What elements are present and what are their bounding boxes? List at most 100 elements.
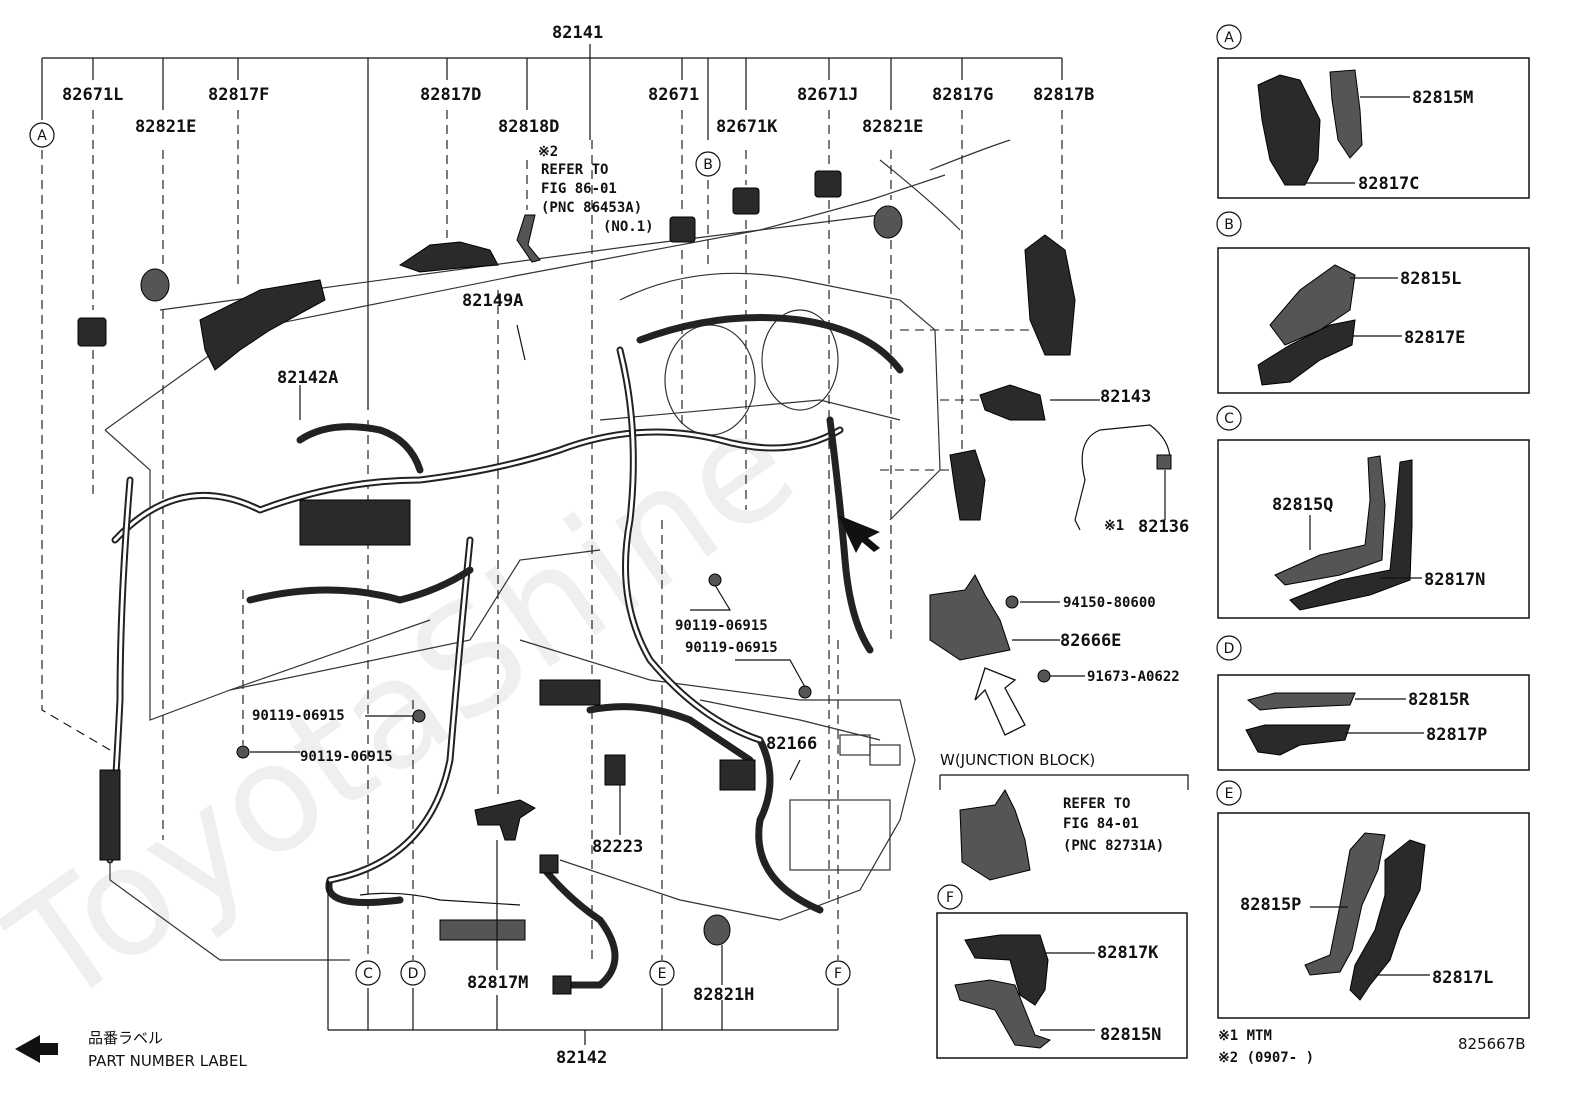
part-82815Q xyxy=(1274,455,1386,586)
label-82821E-right: 82821E xyxy=(862,117,923,137)
label-82817P: 82817P xyxy=(1426,725,1487,745)
label-82817G: 82817G xyxy=(932,85,993,105)
label-82817M: 82817M xyxy=(467,973,528,993)
label-82817N: 82817N xyxy=(1424,570,1485,590)
part-82223 xyxy=(604,754,626,786)
label-82817D: 82817D xyxy=(420,85,481,105)
part-82666E xyxy=(929,574,1011,661)
detail-panel-D: D 82815R 82817P xyxy=(1216,635,1530,771)
main-parts xyxy=(77,170,1172,995)
part-82818D xyxy=(516,214,541,263)
mark-82136: ※1 xyxy=(1104,518,1124,534)
label-82671K: 82671K xyxy=(716,117,778,137)
part-82821H xyxy=(703,914,731,946)
view-arrow-outline-icon xyxy=(974,667,1026,736)
figure-id: 825667B xyxy=(1458,1035,1526,1053)
callout-F-panel: F xyxy=(946,890,954,906)
bracket-82142 xyxy=(327,880,839,1045)
part-82143 xyxy=(979,384,1046,421)
part-82815M xyxy=(1329,69,1363,159)
detail-panel-B: B 82815L 82817E xyxy=(1216,211,1530,394)
footnote-2: ※2 (0907- ) xyxy=(1218,1050,1314,1066)
detail-panel-E: E 82815P 82817L xyxy=(1216,780,1530,1019)
part-82671 xyxy=(669,216,696,243)
refer-note-line2: FIG 86-01 xyxy=(541,181,617,197)
label-82136: 82136 xyxy=(1138,517,1189,537)
callout-C-main: C xyxy=(363,966,373,982)
callout-C-panel: C xyxy=(1224,411,1234,427)
dashed-leaders xyxy=(41,110,1063,960)
label-82817E: 82817E xyxy=(1404,328,1465,348)
part-82821E-left xyxy=(140,268,170,302)
part-82815P xyxy=(1304,832,1386,976)
junction-area xyxy=(299,499,411,546)
label-82818D: 82818D xyxy=(498,117,559,137)
detail-panel-A: A 82815M 82817C xyxy=(1216,24,1530,199)
callout-D-panel: D xyxy=(1224,641,1235,657)
label-82815M: 82815M xyxy=(1412,88,1473,108)
callout-A-main: A xyxy=(37,128,47,144)
refer-note-line1: REFER TO xyxy=(541,162,608,178)
callout-A-panel: A xyxy=(1224,30,1234,46)
part-82817M xyxy=(474,799,536,841)
connector-cluster xyxy=(539,679,601,706)
label-90119-a: 90119-06915 xyxy=(675,618,768,634)
label-82143: 82143 xyxy=(1100,387,1151,407)
label-82142A: 82142A xyxy=(277,368,338,388)
part-82817F xyxy=(199,279,326,371)
label-82666E: 82666E xyxy=(1060,631,1121,651)
part-82166 xyxy=(719,759,756,791)
footnote-1: ※1 MTM xyxy=(1218,1028,1272,1044)
detail-panel-F: F 82817K 82815N xyxy=(936,884,1188,1059)
label-82817B: 82817B xyxy=(1033,85,1094,105)
part-82671J xyxy=(814,170,842,198)
callout-B-panel: B xyxy=(1224,217,1234,233)
label-82821E-left: 82821E xyxy=(135,117,196,137)
label-82815N: 82815N xyxy=(1100,1025,1161,1045)
junction-block-title: W(JUNCTION BLOCK) xyxy=(940,751,1095,769)
label-82223: 82223 xyxy=(592,837,643,857)
label-82817L: 82817L xyxy=(1432,968,1493,988)
part-82817G xyxy=(949,449,986,521)
part-82821E-right xyxy=(873,205,903,239)
label-82149A: 82149A xyxy=(462,291,523,311)
bolt-91673-A0622 xyxy=(1037,669,1051,683)
part-82671L xyxy=(77,317,107,347)
refer-note-line4: (NO.1) xyxy=(603,219,654,235)
callout-F-main: F xyxy=(834,966,842,982)
junction-refer-line2: FIG 84-01 xyxy=(1063,816,1139,832)
part-number-label-en: PART NUMBER LABEL xyxy=(88,1052,247,1070)
label-82817K: 82817K xyxy=(1097,943,1159,963)
callout-B-main: B xyxy=(703,157,713,173)
part-82136-connector xyxy=(1156,454,1172,470)
label-82815L: 82815L xyxy=(1400,269,1461,289)
callout-circles-main: A B C D E F xyxy=(29,122,851,986)
label-82671J: 82671J xyxy=(797,85,858,105)
junction-block-note: W(JUNCTION BLOCK) REFER TO FIG 84-01 (PN… xyxy=(939,751,1189,881)
callout-E-panel: E xyxy=(1225,786,1234,802)
label-82817F: 82817F xyxy=(208,85,269,105)
part-82817K xyxy=(964,934,1049,1006)
part-82817B xyxy=(1024,234,1076,356)
plug-82817M xyxy=(552,975,572,995)
junction-block-part xyxy=(959,789,1031,881)
label-94150-80600: 94150-80600 xyxy=(1063,595,1156,611)
label-90119-b: 90119-06915 xyxy=(685,640,778,656)
label-82817C: 82817C xyxy=(1358,174,1419,194)
part-number-label-jp: 品番ラベル xyxy=(88,1029,163,1047)
label-82141: 82141 xyxy=(552,23,603,43)
bolt-94150-80600 xyxy=(1005,595,1019,609)
part-82817D xyxy=(398,241,499,273)
label-90119-c: 90119-06915 xyxy=(252,708,345,724)
label-82815R: 82815R xyxy=(1408,690,1470,710)
part-leaders xyxy=(250,324,1166,985)
part-82815L xyxy=(1269,264,1356,346)
refer-note-mark: ※2 xyxy=(538,144,558,160)
junction-refer-line3: (PNC 82731A) xyxy=(1063,838,1164,854)
part-82817P xyxy=(1245,724,1351,756)
part-82817C xyxy=(1257,74,1321,186)
detail-panel-C: C 82815Q 82817N xyxy=(1216,405,1530,619)
plug-bundle xyxy=(439,919,526,941)
label-82815P: 82815P xyxy=(1240,895,1301,915)
label-90119-d: 90119-06915 xyxy=(300,749,393,765)
